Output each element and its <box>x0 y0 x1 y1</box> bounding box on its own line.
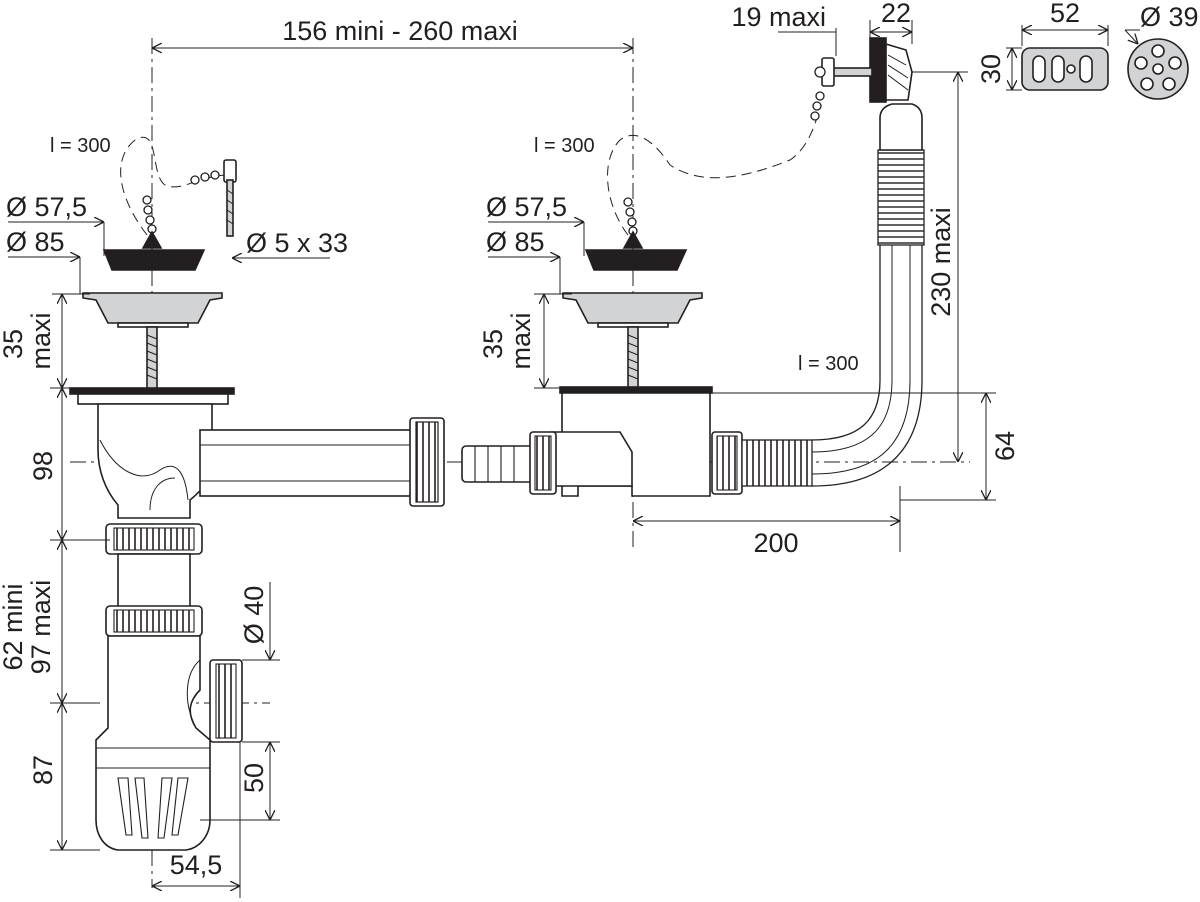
rectangular-grille <box>1021 47 1109 91</box>
dim-grille-width: 52 <box>1050 0 1080 28</box>
dim-tube-range-1: 62 mini <box>0 583 28 670</box>
dim-outlet-height: 50 <box>239 763 269 793</box>
dim-plug-right: Ø 57,5 <box>486 192 567 222</box>
dimension-lines <box>8 20 1140 898</box>
dim-overflow-height: 230 maxi <box>926 207 956 317</box>
dim-basket-left: Ø 85 <box>6 227 65 257</box>
overflow-hose <box>741 103 925 487</box>
left-flange <box>69 387 235 395</box>
dimension-labels: 156 mini - 260 maxi 19 maxi 22 52 30 Ø 3… <box>0 0 1199 880</box>
dim-center-distance: 156 mini - 260 maxi <box>282 16 518 46</box>
dim-height-left-1: 35 <box>0 329 28 359</box>
dim-tube-range-2: 97 maxi <box>26 580 56 675</box>
round-grille <box>1127 38 1189 100</box>
dim-chain-right: l = 300 <box>534 135 595 157</box>
chain-post <box>223 159 237 237</box>
dim-overflow-gap: 19 maxi <box>731 2 826 32</box>
dim-round-grille: Ø 39 <box>1140 2 1199 32</box>
dim-horizontal-200: 200 <box>753 528 798 558</box>
right-strainer-bowl <box>562 292 703 324</box>
dim-outlet-offset: 54,5 <box>170 850 223 880</box>
right-flange <box>559 386 713 394</box>
bottle-trap <box>95 523 243 851</box>
left-basket-strainer <box>69 136 237 519</box>
dim-basket-right: Ø 85 <box>486 227 545 257</box>
dim-drop-64: 64 <box>990 431 1020 461</box>
left-drain-body <box>97 403 213 519</box>
right-chain <box>623 197 638 236</box>
dim-body-height: 98 <box>28 451 58 481</box>
dim-hose-length: l = 300 <box>798 353 859 375</box>
left-strainer-bowl <box>82 292 223 324</box>
dim-plug-left: Ø 57,5 <box>6 192 87 222</box>
dim-overflow-depth: 22 <box>881 0 911 28</box>
dim-grille-height: 30 <box>976 54 1006 84</box>
left-chain <box>142 170 220 234</box>
connecting-pipe <box>199 417 445 507</box>
overflow-head <box>810 37 913 121</box>
right-plug <box>584 249 688 271</box>
dim-chain-post: Ø 5 x 33 <box>246 228 348 258</box>
dim-height-right-1: 35 <box>478 329 508 359</box>
dim-height-left-2: maxi <box>26 312 56 369</box>
dim-chain-left: l = 300 <box>50 135 111 157</box>
right-basket-strainer <box>461 104 821 497</box>
dim-height-right-2: maxi <box>506 312 536 369</box>
dim-outlet-diameter: Ø 40 <box>239 586 269 645</box>
dim-trap-height: 87 <box>28 755 58 785</box>
left-plug <box>102 249 206 271</box>
